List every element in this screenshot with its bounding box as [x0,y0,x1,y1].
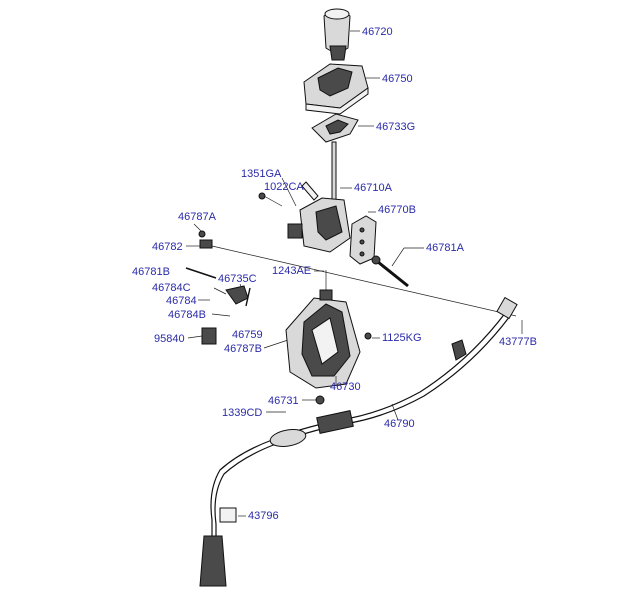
label-95840: 95840 [154,333,185,345]
indicator-plate [311,113,359,143]
shift-indicator-housing [303,63,369,115]
label-46759: 46759 [232,329,263,341]
label-46731: 46731 [268,395,299,407]
label-1243AE: 1243AE [272,265,311,277]
shift-lever-assembly [287,141,351,253]
label-46781A: 46781A [426,242,465,254]
label-1351GA: 1351GA [241,168,282,180]
lock-solenoid [225,285,251,307]
nut-icon [315,395,325,405]
connector-46782 [199,239,213,249]
label-46720: 46720 [362,26,393,38]
label-46782: 46782 [152,241,183,253]
bolt-icon [364,332,372,340]
label-46781B: 46781B [132,266,170,278]
shift-base-housing [285,289,361,389]
label-43777B: 43777B [499,336,537,348]
label-1339CD: 1339CD [222,407,262,419]
cable-clip [219,507,237,523]
label-46750: 46750 [382,73,413,85]
clip-icon [198,230,206,238]
label-46787A: 46787A [178,211,217,223]
label-46733G: 46733G [376,121,415,133]
label-46730: 46730 [330,381,361,393]
shift-cable [199,296,518,587]
shift-knob [323,8,351,61]
bolt-icon [258,192,266,200]
label-1022CA: 1022CA [264,181,304,193]
switch-95840 [201,327,217,345]
label-46770B: 46770B [378,204,416,216]
label-46784C: 46784C [152,282,191,294]
lever-bracket [349,215,377,265]
label-46787B: 46787B [224,343,262,355]
bolt-46781A [371,255,409,288]
label-43796: 43796 [248,510,279,522]
label-1125KG: 1125KG [382,332,422,344]
label-46784: 46784 [166,295,197,307]
label-46735C: 46735C [218,273,257,285]
label-46784B: 46784B [168,309,206,321]
label-46710A: 46710A [354,182,393,194]
label-46790: 46790 [384,418,415,430]
